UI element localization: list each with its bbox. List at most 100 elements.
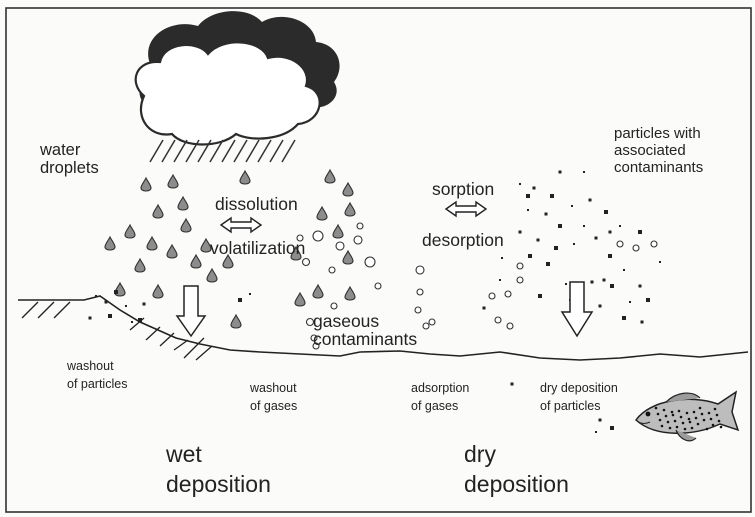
- particle: [114, 290, 118, 294]
- droplet: [333, 225, 343, 238]
- label-desorption: desorption: [422, 231, 504, 251]
- particle: [125, 305, 127, 307]
- label-gaseous-contaminants: gaseous contaminants: [313, 313, 417, 349]
- particle: [499, 279, 501, 281]
- down-arrow-icon: [562, 282, 592, 336]
- particle: [573, 243, 575, 245]
- particle: [610, 426, 614, 430]
- label-dry-deposition-particles: dry deposition of particles: [540, 379, 618, 415]
- particle: [629, 301, 631, 303]
- particle: [558, 224, 562, 228]
- gas-bubble: [417, 289, 423, 295]
- droplet: [147, 237, 157, 250]
- particle: [537, 239, 540, 242]
- particle: [519, 183, 521, 185]
- droplet: [231, 315, 241, 328]
- particle: [527, 209, 529, 211]
- particle: [483, 307, 486, 310]
- gas-bubble: [336, 242, 344, 250]
- gas-bubble: [375, 283, 381, 289]
- particle: [108, 314, 112, 318]
- gas-bubble: [429, 319, 435, 325]
- droplet: [295, 293, 305, 306]
- particle: [546, 262, 550, 266]
- gas-bubble: [651, 241, 657, 247]
- droplet: [207, 269, 217, 282]
- label-washout-gases: washout of gases: [250, 379, 297, 415]
- particle: [511, 383, 514, 386]
- gas-bubble: [354, 236, 362, 244]
- fish-icon: [636, 392, 738, 441]
- droplet: [141, 178, 151, 191]
- gas-bubble: [489, 293, 495, 299]
- rain-streaks: [150, 140, 295, 162]
- particle: [545, 213, 548, 216]
- label-wet-deposition: wet deposition: [166, 440, 271, 500]
- particle: [571, 205, 573, 207]
- gas-bubble: [331, 303, 337, 309]
- label-sorption: sorption: [432, 180, 494, 200]
- down-arrow-icon: [177, 286, 205, 336]
- particle: [550, 194, 554, 198]
- label-adsorption-gases: adsorption of gases: [411, 379, 469, 415]
- particle: [622, 316, 626, 320]
- droplet: [191, 255, 201, 268]
- droplet: [345, 287, 355, 300]
- particle: [595, 237, 598, 240]
- particle: [526, 194, 530, 198]
- particle: [583, 171, 585, 173]
- particle: [589, 199, 592, 202]
- droplet: [240, 171, 250, 184]
- droplet: [125, 225, 135, 238]
- particle: [604, 210, 608, 214]
- droplet: [181, 219, 191, 232]
- particle: [610, 284, 614, 288]
- label-particles-with-contaminants: particles with associated contaminants: [614, 126, 703, 176]
- gas-bubble: [357, 223, 363, 229]
- particle: [599, 419, 602, 422]
- particle: [608, 254, 612, 258]
- particle: [519, 231, 522, 234]
- particle: [646, 298, 650, 302]
- gas-bubble: [505, 291, 511, 297]
- gas-bubble: [517, 263, 523, 269]
- particle: [591, 281, 594, 284]
- particle: [89, 317, 92, 320]
- droplet: [115, 283, 125, 296]
- particle: [538, 294, 542, 298]
- particle: [641, 321, 644, 324]
- droplet: [343, 251, 353, 264]
- particle: [565, 283, 567, 285]
- gas-bubble: [633, 245, 639, 251]
- gas-bubble: [495, 317, 501, 323]
- gas-bubble: [423, 323, 429, 329]
- particle: [609, 231, 612, 234]
- label-dry-deposition: dry deposition: [464, 440, 569, 500]
- particle: [623, 269, 625, 271]
- droplet: [167, 245, 177, 258]
- particle: [599, 305, 602, 308]
- droplet: [105, 237, 115, 250]
- gas-bubble: [507, 323, 513, 329]
- gas-bubble: [303, 259, 310, 266]
- droplet: [178, 197, 188, 210]
- particle: [554, 246, 558, 250]
- gas-bubble: [517, 277, 523, 283]
- gas-bubble: [617, 241, 623, 247]
- double-arrow-icon: [221, 218, 261, 232]
- label-water-droplets: water droplets: [40, 141, 99, 178]
- particle: [559, 171, 562, 174]
- droplet: [153, 285, 163, 298]
- cloud-icon: [136, 11, 340, 144]
- particle: [638, 230, 642, 234]
- particle: [143, 303, 146, 306]
- frame-border: [6, 8, 751, 512]
- particle: [528, 254, 532, 258]
- double-arrow-icon: [446, 202, 486, 216]
- particle: [533, 187, 536, 190]
- droplet: [135, 259, 145, 272]
- particle: [619, 225, 621, 227]
- particle: [639, 285, 642, 288]
- gas-bubble: [365, 257, 375, 267]
